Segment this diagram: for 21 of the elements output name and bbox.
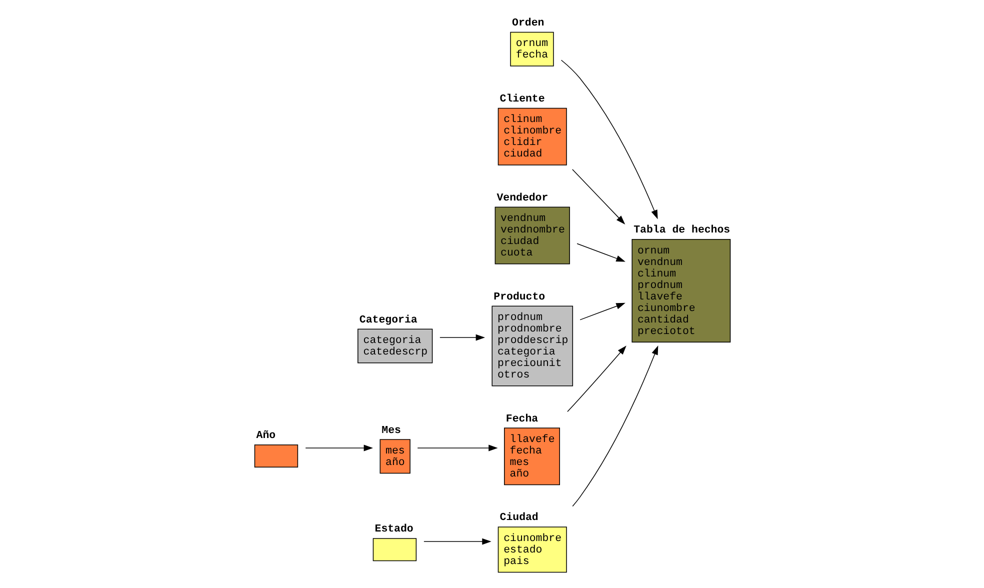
node-label: Mes (381, 424, 400, 437)
arrow (304, 444, 373, 452)
arrow (416, 444, 498, 452)
arrow (579, 302, 625, 320)
node-label: Cliente (499, 93, 544, 106)
node-label: Estado (374, 524, 413, 536)
node-label: Producto (493, 291, 545, 304)
arrow (566, 346, 626, 412)
node-label: Vendedor (496, 192, 548, 204)
node-label: Ciudad (499, 512, 538, 524)
arrow (572, 169, 625, 224)
node-label: Fecha (505, 413, 538, 426)
node-label: Orden (512, 18, 544, 30)
arrow (576, 243, 625, 262)
node-label: Tabla de hechos (633, 224, 730, 237)
node-label: Año (256, 430, 276, 442)
arrow (572, 346, 658, 507)
arrow (439, 334, 485, 341)
arrow (560, 60, 658, 220)
arrow (423, 538, 491, 545)
node-label: Categoria (358, 314, 417, 326)
